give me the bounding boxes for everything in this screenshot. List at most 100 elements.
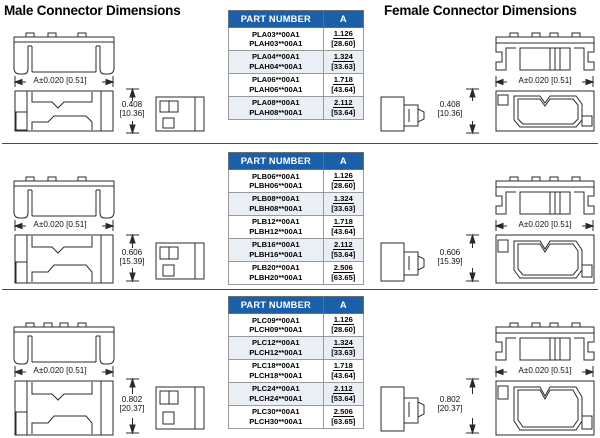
dimension-a-mm: [28.60] bbox=[331, 181, 356, 191]
part-number-secondary: PLBH20**00A1 bbox=[249, 272, 303, 282]
part-number-primary: PLA06**00A1 bbox=[251, 75, 300, 85]
dimension-a-mm: [33.63] bbox=[331, 62, 356, 72]
table-body-b: PLB06**00A1 PLBH06**00A1 1.126 [28.60] P… bbox=[228, 169, 365, 285]
male-height-dimension-line-c bbox=[126, 376, 140, 436]
female-height-inch-c: 0.802 bbox=[439, 395, 461, 404]
dimension-a-mm: [28.60] bbox=[331, 325, 356, 335]
part-number-secondary: PLAH08**00A1 bbox=[249, 107, 303, 117]
female-height-label-c: 0.802 [20.37] bbox=[432, 395, 468, 414]
part-number-secondary: PLCH24**00A1 bbox=[249, 393, 303, 403]
part-number-secondary: PLBH12**00A1 bbox=[249, 226, 303, 236]
page-title-male: Male Connector Dimensions bbox=[4, 3, 181, 18]
part-number-cell: PLB16**00A1 PLBH16**00A1 bbox=[228, 237, 324, 262]
column-header-a: A bbox=[322, 152, 365, 170]
part-number-cell: PLB12**00A1 PLBH12**00A1 bbox=[228, 214, 324, 239]
dimension-a-inch: 2.506 bbox=[332, 262, 354, 274]
male-height-inch-a: 0.408 bbox=[121, 100, 143, 109]
part-number-primary: PLA04**00A1 bbox=[251, 52, 300, 62]
male-height-mm-c: [20.37] bbox=[119, 404, 145, 414]
table-header-row: PART NUMBER A bbox=[228, 152, 365, 170]
female-top-view-b bbox=[492, 176, 598, 220]
male-side-view-a bbox=[8, 90, 120, 132]
dimension-a-cell: 1.324 [33.63] bbox=[322, 335, 365, 360]
male-height-dimension-line-b bbox=[126, 232, 140, 284]
female-width-label-c: A±0.020 [0.51] bbox=[518, 366, 572, 375]
female-top-view-c bbox=[492, 322, 598, 366]
male-height-inch-c: 0.802 bbox=[121, 395, 143, 404]
dimension-a-cell: 2.506 [63.65] bbox=[322, 260, 365, 285]
part-number-cell: PLC09**00A1 PLCH09**00A1 bbox=[228, 313, 324, 337]
male-top-view-c bbox=[8, 322, 120, 368]
male-height-label-c: 0.802 [20.37] bbox=[96, 395, 168, 414]
dimension-a-mm: [33.63] bbox=[331, 348, 356, 358]
column-header-part-number: PART NUMBER bbox=[228, 152, 324, 170]
dimension-a-cell: 1.718 [43.64] bbox=[322, 358, 365, 383]
part-number-primary: PLB12**00A1 bbox=[251, 217, 300, 227]
female-height-mm-b: [15.39] bbox=[437, 257, 463, 267]
dimension-a-inch: 2.506 bbox=[332, 406, 354, 418]
female-height-dimension-line-b bbox=[466, 232, 480, 284]
dimension-a-mm: [43.64] bbox=[331, 85, 356, 95]
table-header-row: PART NUMBER A bbox=[228, 296, 365, 314]
part-number-primary: PLC12**00A1 bbox=[251, 338, 300, 348]
male-height-mm-a: [10.36] bbox=[119, 109, 145, 119]
part-number-table-c: PART NUMBER A PLC09**00A1 PLCH09**00A1 1… bbox=[228, 296, 365, 429]
female-bottom-view-a bbox=[492, 90, 598, 134]
section-divider bbox=[2, 289, 598, 290]
dimension-a-cell: 1.718 [43.64] bbox=[322, 214, 365, 239]
female-height-inch-a: 0.408 bbox=[439, 100, 461, 109]
column-header-part-number: PART NUMBER bbox=[228, 296, 324, 314]
male-width-dimension-line-a bbox=[8, 76, 120, 88]
dimension-a-inch: 1.126 bbox=[332, 171, 354, 182]
part-number-primary: PLB16**00A1 bbox=[251, 240, 300, 250]
part-number-table-b: PART NUMBER A PLB06**00A1 PLBH06**00A1 1… bbox=[228, 152, 365, 285]
part-number-secondary: PLBH06**00A1 bbox=[249, 180, 303, 190]
dimension-a-cell: 1.324 [33.63] bbox=[322, 49, 365, 74]
part-number-cell: PLA04**00A1 PLAH04**00A1 bbox=[228, 49, 324, 74]
connector-section-a: A±0.020 [0.51] bbox=[0, 0, 600, 146]
table-row: PLB20**00A1 PLBH20**00A1 2.506 [63.65] bbox=[228, 260, 365, 285]
dimension-a-cell: 1.718 [43.64] bbox=[322, 72, 365, 97]
female-top-view-a bbox=[492, 32, 598, 76]
male-end-view-b bbox=[155, 242, 205, 280]
dimension-a-mm: [53.64] bbox=[331, 250, 356, 260]
table-row: PLC12**00A1 PLCH12**00A1 1.324 [33.63] bbox=[228, 335, 365, 360]
female-width-dimension-line-c bbox=[492, 366, 598, 378]
part-number-primary: PLB08**00A1 bbox=[251, 194, 300, 204]
part-number-secondary: PLCH12**00A1 bbox=[249, 347, 303, 357]
table-row: PLC30**00A1 PLCH30**00A1 2.506 [63.65] bbox=[228, 404, 365, 429]
female-height-dimension-line-c bbox=[466, 376, 480, 436]
dimension-a-inch: 1.324 bbox=[332, 51, 354, 63]
part-number-table-a: PART NUMBER A PLA03**00A1 PLAH03**00A1 1… bbox=[228, 10, 365, 120]
female-height-mm-a: [10.36] bbox=[437, 109, 463, 119]
table-body-a: PLA03**00A1 PLAH03**00A1 1.126 [28.60] P… bbox=[228, 27, 365, 120]
table-row: PLA03**00A1 PLAH03**00A1 1.126 [28.60] bbox=[228, 27, 365, 51]
column-header-part-number: PART NUMBER bbox=[228, 10, 324, 28]
dimension-a-cell: 2.112 [53.64] bbox=[322, 95, 365, 120]
dimension-a-mm: [33.63] bbox=[331, 204, 356, 214]
part-number-secondary: PLCH18**00A1 bbox=[249, 370, 303, 380]
dimension-a-inch: 2.112 bbox=[333, 97, 354, 109]
female-height-inch-b: 0.606 bbox=[439, 248, 461, 257]
dimension-a-inch: 2.112 bbox=[333, 383, 354, 395]
male-top-view-b bbox=[8, 176, 120, 222]
female-bottom-view-b bbox=[492, 234, 598, 284]
male-end-view-a bbox=[155, 96, 205, 132]
part-number-cell: PLB08**00A1 PLBH08**00A1 bbox=[228, 191, 324, 216]
female-height-mm-c: [20.37] bbox=[437, 404, 463, 414]
female-height-dimension-line-a bbox=[466, 86, 480, 136]
dimension-a-cell: 2.506 [63.65] bbox=[322, 404, 365, 429]
part-number-cell: PLB06**00A1 PLBH06**00A1 bbox=[228, 169, 324, 193]
table-row: PLB06**00A1 PLBH06**00A1 1.126 [28.60] bbox=[228, 169, 365, 193]
dimension-a-inch: 1.718 bbox=[332, 216, 354, 228]
part-number-cell: PLC24**00A1 PLCH24**00A1 bbox=[228, 381, 324, 406]
dimension-a-mm: [53.64] bbox=[331, 108, 356, 118]
part-number-cell: PLC12**00A1 PLCH12**00A1 bbox=[228, 335, 324, 360]
female-profile-view-b bbox=[378, 241, 430, 283]
table-row: PLB08**00A1 PLBH08**00A1 1.324 [33.63] bbox=[228, 191, 365, 216]
female-height-label-b: 0.606 [15.39] bbox=[432, 248, 468, 267]
dimension-a-cell: 1.126 [28.60] bbox=[322, 27, 365, 51]
female-profile-view-c bbox=[378, 385, 430, 433]
male-height-label-a: 0.408 [10.36] bbox=[96, 100, 168, 119]
